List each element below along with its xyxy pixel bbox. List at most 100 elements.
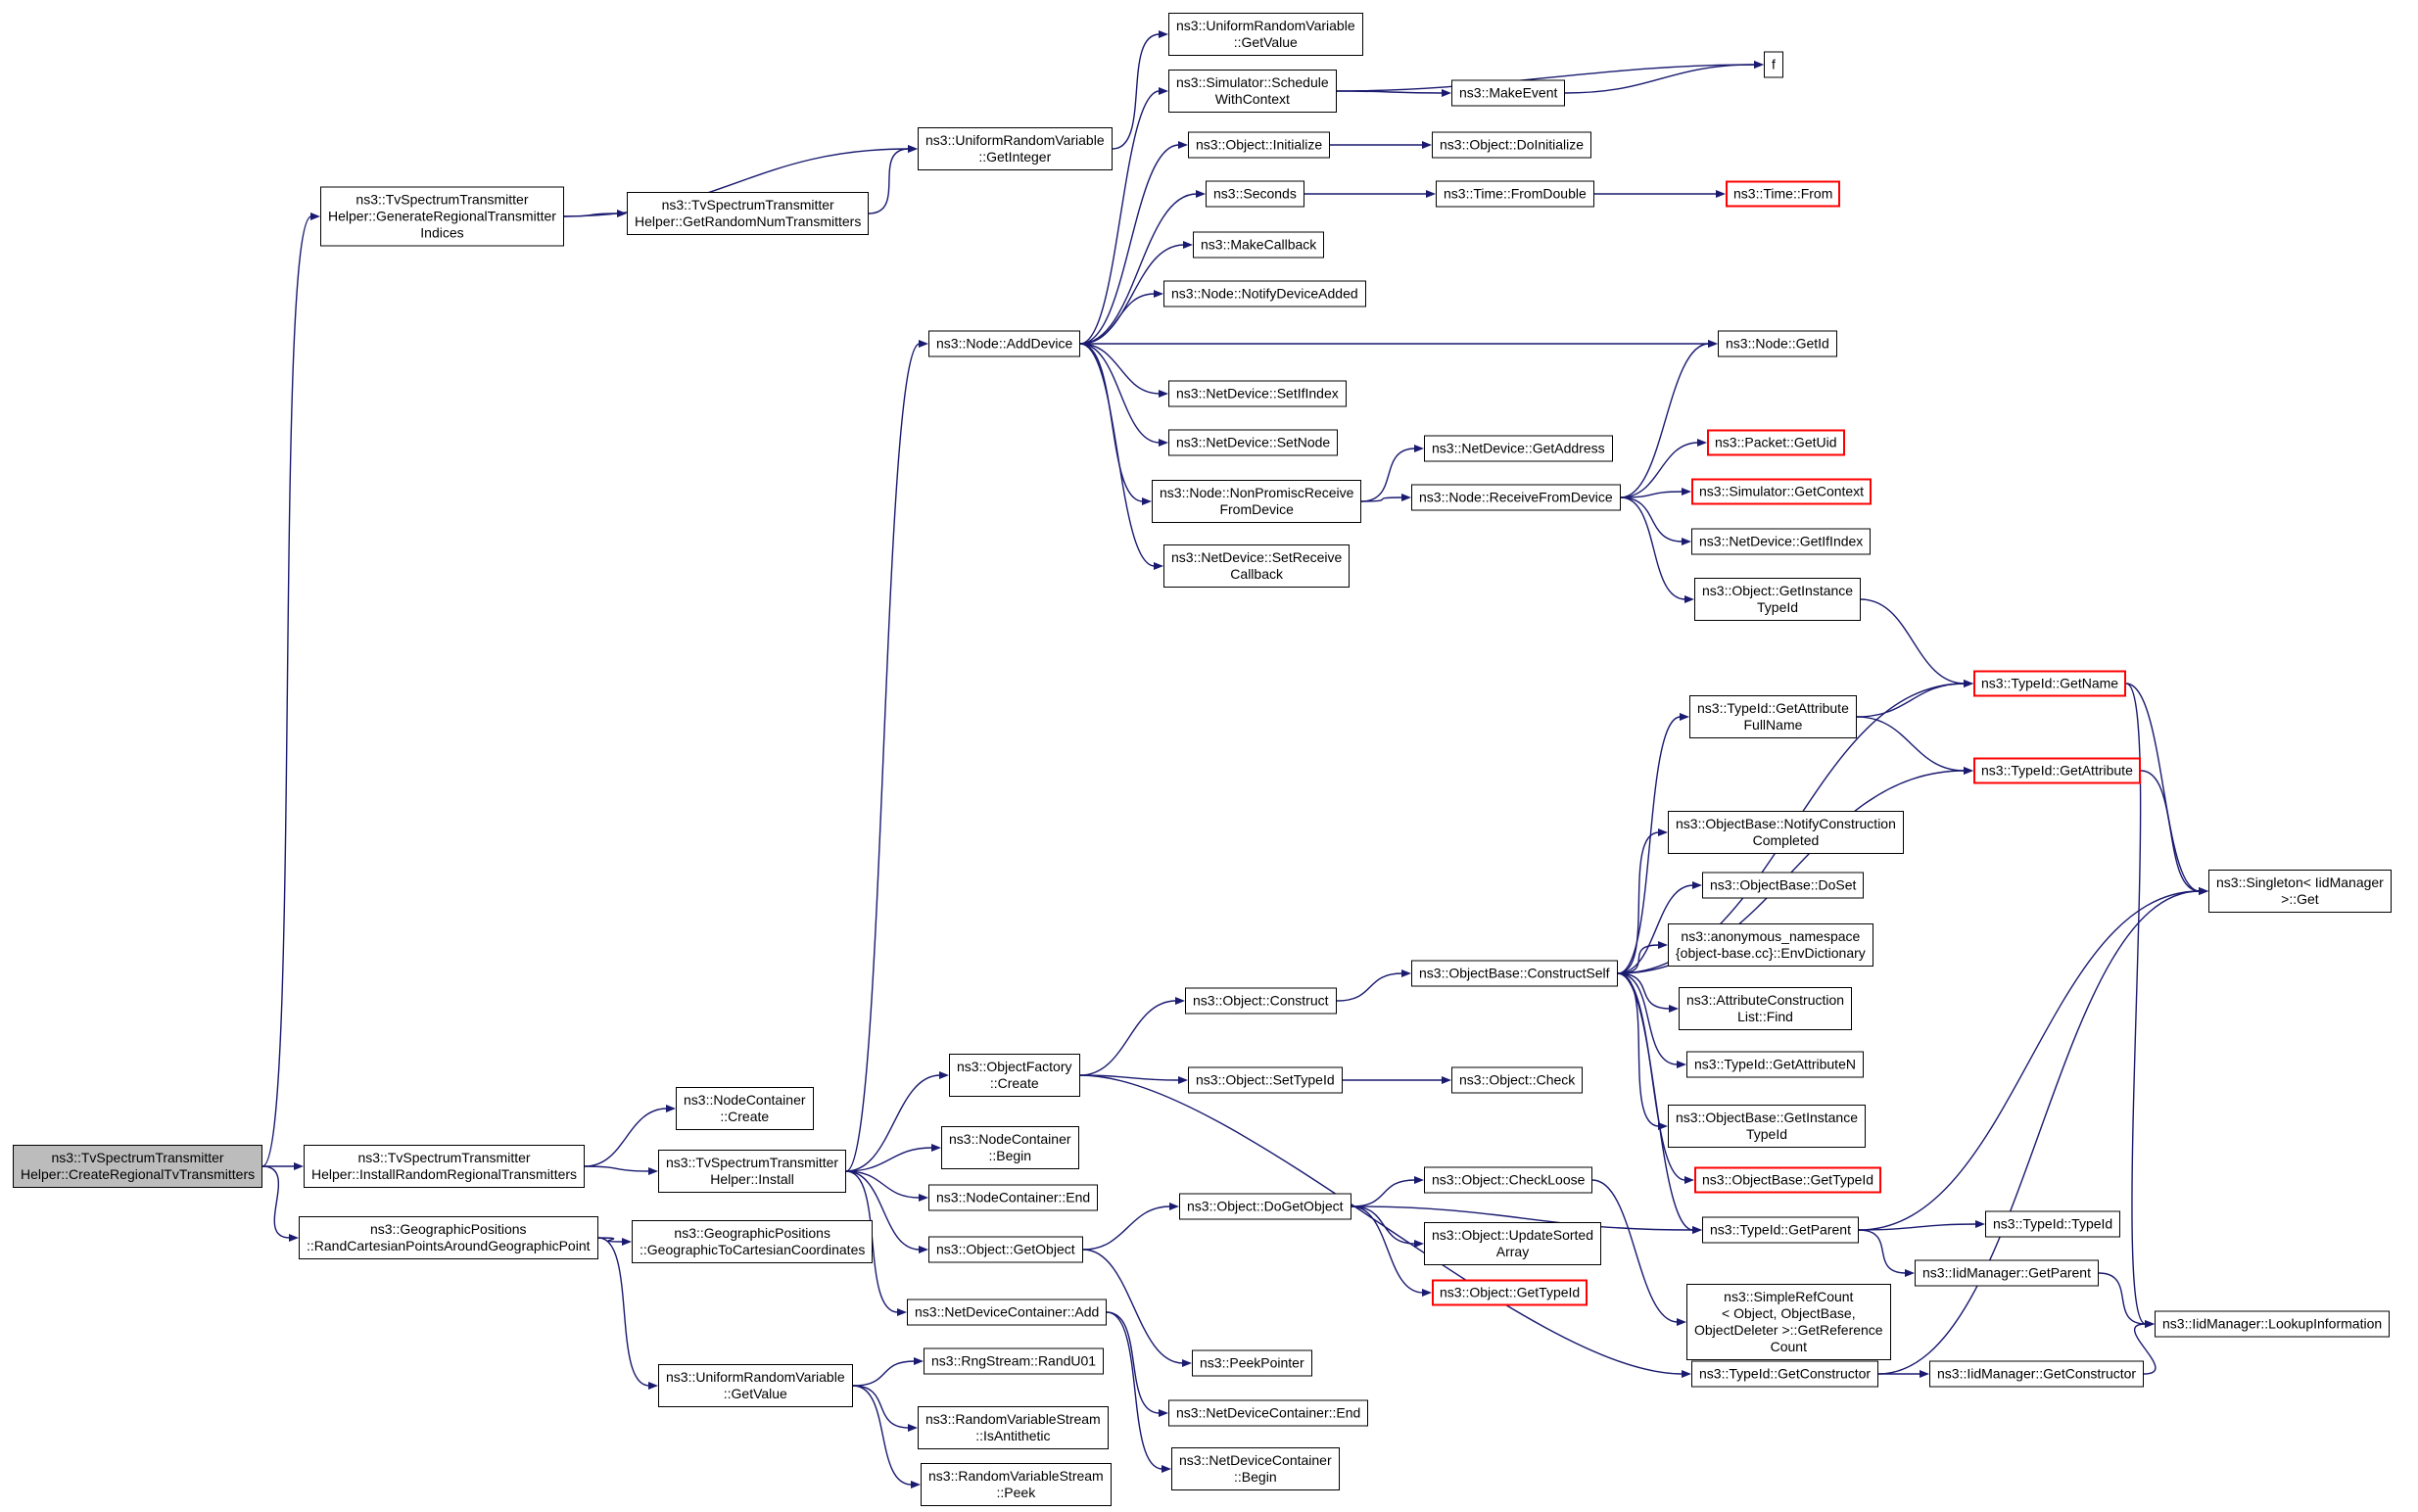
graph-node-getObject[interactable]: ns3::Object::GetObject bbox=[928, 1236, 1083, 1263]
graph-node-getValueTop[interactable]: ns3::UniformRandomVariable ::GetValue bbox=[1168, 13, 1363, 56]
graph-node-packetGetUid[interactable]: ns3::Packet::GetUid bbox=[1707, 429, 1845, 456]
call-edge-getValueBottom-to-rvsPeek bbox=[852, 1385, 913, 1486]
call-edge-factoryCreate-to-tidGetConstructor bbox=[1079, 1074, 1683, 1375]
call-edge-tidGetConstructor-to-singletonGet bbox=[1877, 890, 2201, 1375]
graph-node-seconds[interactable]: ns3::Seconds bbox=[1206, 180, 1304, 208]
graph-node-check[interactable]: ns3::Object::Check bbox=[1451, 1066, 1584, 1094]
graph-node-objInit[interactable]: ns3::Object::Initialize bbox=[1188, 131, 1331, 159]
graph-node-iidGetParent[interactable]: ns3::IidManager::GetParent bbox=[1915, 1259, 2099, 1287]
call-edge-iidGetConstructor-to-lookupInfo bbox=[2133, 1323, 2157, 1375]
graph-node-getInteger[interactable]: ns3::UniformRandomVariable ::GetInteger bbox=[918, 127, 1113, 170]
call-edge-doGetObject-to-updateSorted bbox=[1351, 1205, 1416, 1245]
graph-node-notifyConstructionCompleted[interactable]: ns3::ObjectBase::NotifyConstruction Comp… bbox=[1668, 811, 1904, 854]
graph-node-tidGetAttribute[interactable]: ns3::TypeId::GetAttribute bbox=[1973, 757, 2141, 784]
graph-node-getId[interactable]: ns3::Node::GetId bbox=[1718, 330, 1837, 357]
graph-node-updateSorted[interactable]: ns3::Object::UpdateSorted Array bbox=[1424, 1222, 1601, 1265]
graph-node-ncEnd[interactable]: ns3::NodeContainer::End bbox=[928, 1184, 1099, 1211]
arrowhead bbox=[1175, 997, 1185, 1005]
graph-node-ncBegin[interactable]: ns3::NodeContainer ::Begin bbox=[941, 1126, 1079, 1169]
graph-node-ndcAdd[interactable]: ns3::NetDeviceContainer::Add bbox=[907, 1299, 1108, 1326]
call-edge-create-to-genIdx bbox=[261, 215, 312, 1167]
graph-node-install[interactable]: ns3::TvSpectrumTransmitter Helper::Insta… bbox=[658, 1150, 847, 1193]
graph-node-rvsPeek[interactable]: ns3::RandomVariableStream ::Peek bbox=[921, 1463, 1112, 1506]
arrowhead bbox=[648, 1382, 658, 1390]
graph-node-tidCtor[interactable]: ns3::TypeId::TypeId bbox=[1985, 1210, 2121, 1238]
graph-node-genIdx[interactable]: ns3::TvSpectrumTransmitter Helper::Gener… bbox=[320, 186, 564, 247]
arrowhead bbox=[897, 1308, 907, 1316]
graph-node-ndcEnd[interactable]: ns3::NetDeviceContainer::End bbox=[1168, 1399, 1369, 1427]
graph-node-setIfIndex[interactable]: ns3::NetDevice::SetIfIndex bbox=[1168, 380, 1347, 407]
graph-node-tidGetConstructor[interactable]: ns3::TypeId::GetConstructor bbox=[1691, 1360, 1879, 1388]
graph-node-simGetContext[interactable]: ns3::Simulator::GetContext bbox=[1691, 478, 1873, 505]
graph-node-objGetTypeId[interactable]: ns3::Object::GetTypeId bbox=[1432, 1279, 1588, 1306]
graph-node-recvFromDev[interactable]: ns3::Node::ReceiveFromDevice bbox=[1411, 484, 1621, 511]
graph-node-randCartesian[interactable]: ns3::GeographicPositions ::RandCartesian… bbox=[299, 1216, 598, 1259]
graph-node-obGetInstanceTid[interactable]: ns3::ObjectBase::GetInstance TypeId bbox=[1668, 1105, 1866, 1148]
graph-node-factoryCreate[interactable]: ns3::ObjectFactory ::Create bbox=[949, 1054, 1080, 1097]
call-edge-recvFromDev-to-getId bbox=[1620, 343, 1710, 498]
graph-node-f[interactable]: f bbox=[1764, 51, 1783, 78]
call-edge-tidGetAttribute-to-singletonGet bbox=[2140, 770, 2201, 892]
call-edge-getValueBottom-to-randU01 bbox=[852, 1360, 916, 1387]
graph-node-constructSelf[interactable]: ns3::ObjectBase::ConstructSelf bbox=[1411, 960, 1618, 987]
call-edge-doGetObject-to-objGetTypeId bbox=[1351, 1205, 1424, 1294]
graph-node-installRandom[interactable]: ns3::TvSpectrumTransmitter Helper::Insta… bbox=[304, 1145, 586, 1188]
arrowhead bbox=[919, 1194, 928, 1202]
graph-node-objGetInstanceTid[interactable]: ns3::Object::GetInstance TypeId bbox=[1694, 578, 1862, 621]
graph-node-ncCreate[interactable]: ns3::NodeContainer ::Create bbox=[676, 1087, 814, 1130]
arrowhead bbox=[1905, 1269, 1915, 1277]
graph-node-tidGetParent[interactable]: ns3::TypeId::GetParent bbox=[1702, 1216, 1859, 1244]
graph-node-peekPointer[interactable]: ns3::PeekPointer bbox=[1192, 1349, 1312, 1377]
arrowhead bbox=[1422, 1289, 1432, 1297]
arrowhead bbox=[666, 1105, 676, 1112]
graph-node-tidGetName[interactable]: ns3::TypeId::GetName bbox=[1973, 670, 2127, 697]
arrowhead bbox=[1422, 141, 1432, 149]
graph-node-addDevice[interactable]: ns3::Node::AddDevice bbox=[928, 330, 1081, 357]
graph-node-timeFrom[interactable]: ns3::Time::From bbox=[1726, 180, 1841, 208]
graph-node-obGetTypeId[interactable]: ns3::ObjectBase::GetTypeId bbox=[1694, 1166, 1882, 1194]
call-edge-checkLoose-to-refCount bbox=[1591, 1179, 1679, 1323]
graph-node-geoToCart[interactable]: ns3::GeographicPositions ::GeographicToC… bbox=[632, 1220, 874, 1263]
graph-node-randU01[interactable]: ns3::RngStream::RandU01 bbox=[924, 1347, 1105, 1375]
graph-node-makeCallback[interactable]: ns3::MakeCallback bbox=[1193, 231, 1325, 259]
graph-node-setNode[interactable]: ns3::NetDevice::SetNode bbox=[1168, 429, 1339, 456]
graph-node-lookupInfo[interactable]: ns3::IidManager::LookupInformation bbox=[2155, 1310, 2391, 1338]
graph-node-getRandNum[interactable]: ns3::TvSpectrumTransmitter Helper::GetRa… bbox=[627, 192, 870, 235]
graph-node-setTypeId[interactable]: ns3::Object::SetTypeId bbox=[1188, 1066, 1343, 1094]
arrowhead bbox=[1677, 1318, 1686, 1326]
graph-node-notifyDevAdded[interactable]: ns3::Node::NotifyDeviceAdded bbox=[1163, 280, 1366, 307]
graph-node-isAntithetic[interactable]: ns3::RandomVariableStream ::IsAntithetic bbox=[918, 1406, 1109, 1449]
graph-node-checkLoose[interactable]: ns3::Object::CheckLoose bbox=[1424, 1166, 1593, 1194]
graph-node-getIfIndex[interactable]: ns3::NetDevice::GetIfIndex bbox=[1691, 528, 1872, 555]
graph-node-getAddress[interactable]: ns3::NetDevice::GetAddress bbox=[1424, 435, 1613, 462]
call-edge-getRandNum-to-getInteger bbox=[868, 148, 910, 214]
call-edge-schedCtx-to-f bbox=[1336, 64, 1756, 92]
call-edge-constructSelf-to-getAttrFullName bbox=[1617, 716, 1682, 974]
graph-node-fromDouble[interactable]: ns3::Time::FromDouble bbox=[1436, 180, 1594, 208]
call-edge-install-to-ncEnd bbox=[845, 1170, 921, 1199]
graph-node-envDict[interactable]: ns3::anonymous_namespace {object-base.cc… bbox=[1668, 923, 1873, 967]
graph-node-nonPromisc[interactable]: ns3::Node::NonPromiscReceive FromDevice bbox=[1152, 480, 1362, 523]
graph-node-getAttrFullName[interactable]: ns3::TypeId::GetAttribute FullName bbox=[1689, 695, 1857, 738]
call-edge-addDevice-to-setRecvCb bbox=[1079, 343, 1156, 567]
graph-node-doGetObject[interactable]: ns3::Object::DoGetObject bbox=[1179, 1193, 1351, 1220]
graph-node-getValueBottom[interactable]: ns3::UniformRandomVariable ::GetValue bbox=[658, 1364, 853, 1407]
call-edge-tidGetParent-to-tidCtor bbox=[1858, 1223, 1977, 1231]
graph-node-ndcBegin[interactable]: ns3::NetDeviceContainer ::Begin bbox=[1171, 1447, 1340, 1490]
graph-node-makeEvent[interactable]: ns3::MakeEvent bbox=[1451, 79, 1566, 107]
graph-node-singletonGet[interactable]: ns3::Singleton< IidManager >::Get bbox=[2208, 870, 2392, 913]
arrowhead bbox=[1159, 1409, 1168, 1417]
graph-node-setRecvCb[interactable]: ns3::NetDevice::SetReceive Callback bbox=[1163, 544, 1351, 588]
graph-node-doSet[interactable]: ns3::ObjectBase::DoSet bbox=[1702, 872, 1865, 899]
arrowhead bbox=[1684, 1176, 1694, 1184]
graph-node-doInit[interactable]: ns3::Object::DoInitialize bbox=[1432, 131, 1592, 159]
arrowhead bbox=[1401, 969, 1411, 977]
graph-node-getAttributeN[interactable]: ns3::TypeId::GetAttributeN bbox=[1686, 1051, 1864, 1078]
graph-node-iidGetConstructor[interactable]: ns3::IidManager::GetConstructor bbox=[1929, 1360, 2145, 1388]
graph-node-schedCtx[interactable]: ns3::Simulator::Schedule WithContext bbox=[1168, 70, 1337, 113]
graph-node-refCount[interactable]: ns3::SimpleRefCount < Object, ObjectBase… bbox=[1686, 1284, 1891, 1360]
graph-node-create[interactable]: ns3::TvSpectrumTransmitter Helper::Creat… bbox=[13, 1145, 263, 1188]
graph-node-objConstruct[interactable]: ns3::Object::Construct bbox=[1185, 987, 1337, 1015]
graph-node-aclFind[interactable]: ns3::AttributeConstruction List::Find bbox=[1679, 987, 1853, 1030]
